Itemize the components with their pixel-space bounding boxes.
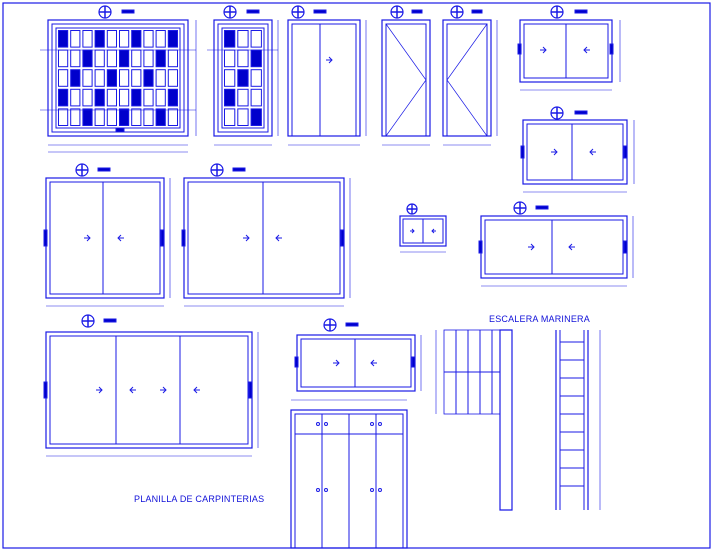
sliding-window-small-top [517,5,621,91]
swing-door-right [442,5,498,146]
sliding-window-wide-three-pane [43,314,259,457]
swing-door-left [381,5,431,146]
sliding-window-over-wardrobe [294,318,422,392]
ladder-front-view [555,330,601,510]
sliding-window-large-left [43,163,171,307]
ladder-side-view [435,329,513,511]
stair-label: ESCALERA MARINERA [489,314,590,324]
plain-door [287,5,367,146]
sliding-window-medium-lower [478,201,634,287]
paneled-door-narrow [207,5,279,146]
sliding-window-medium-right [520,106,635,193]
drawing-title: PLANILLA DE CARPINTERIAS [134,494,265,504]
paneled-door-large [40,5,197,153]
sliding-window-large-center [181,163,351,307]
sliding-window-tiny [399,203,447,253]
wardrobe-elevation [290,399,408,549]
